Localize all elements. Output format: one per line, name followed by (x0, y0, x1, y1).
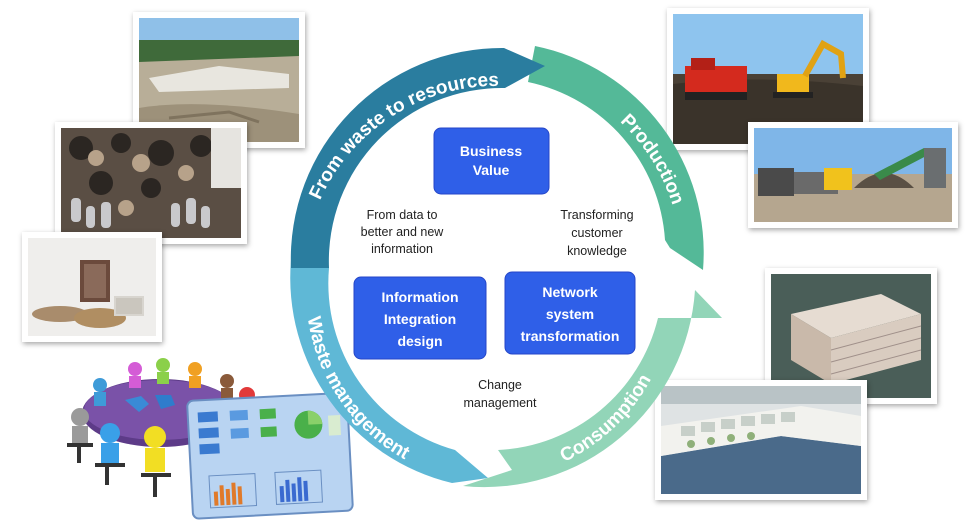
recycled-block-photo (22, 232, 162, 342)
transforming-line1: Transforming (560, 208, 633, 222)
from-data-line2: better and new (361, 225, 445, 239)
from-data-line1: From data to (367, 208, 438, 222)
information-design-line3: design (397, 333, 442, 349)
network-transformation-line2: system (546, 306, 594, 322)
information-design-line2: Integration (384, 311, 456, 327)
information-design-box (353, 276, 487, 360)
city-aerial-photo (655, 380, 867, 500)
meeting-clipart (55, 355, 355, 523)
change-line2: management (464, 396, 537, 410)
business-value-box (433, 127, 550, 195)
information-design-line1: Information (382, 289, 459, 305)
transforming-line2: customer (571, 226, 622, 240)
segment-from-waste (290, 47, 545, 269)
network-transformation-line3: transformation (521, 328, 620, 344)
business-value-line2: Value (473, 162, 510, 178)
business-value-line1: Business (460, 143, 522, 159)
change-line1: Change (478, 378, 522, 392)
trucks-photo (748, 122, 958, 228)
network-transformation-line1: Network (542, 284, 597, 300)
gravel-photo (55, 122, 247, 244)
label-consumption: Consumption (557, 371, 656, 467)
segment-consumption (463, 290, 722, 488)
network-transformation-box (504, 271, 636, 355)
segment-production (528, 46, 704, 270)
transforming-line3: knowledge (567, 244, 627, 258)
segment-waste-management (290, 260, 488, 483)
from-data-line3: information (371, 242, 433, 256)
